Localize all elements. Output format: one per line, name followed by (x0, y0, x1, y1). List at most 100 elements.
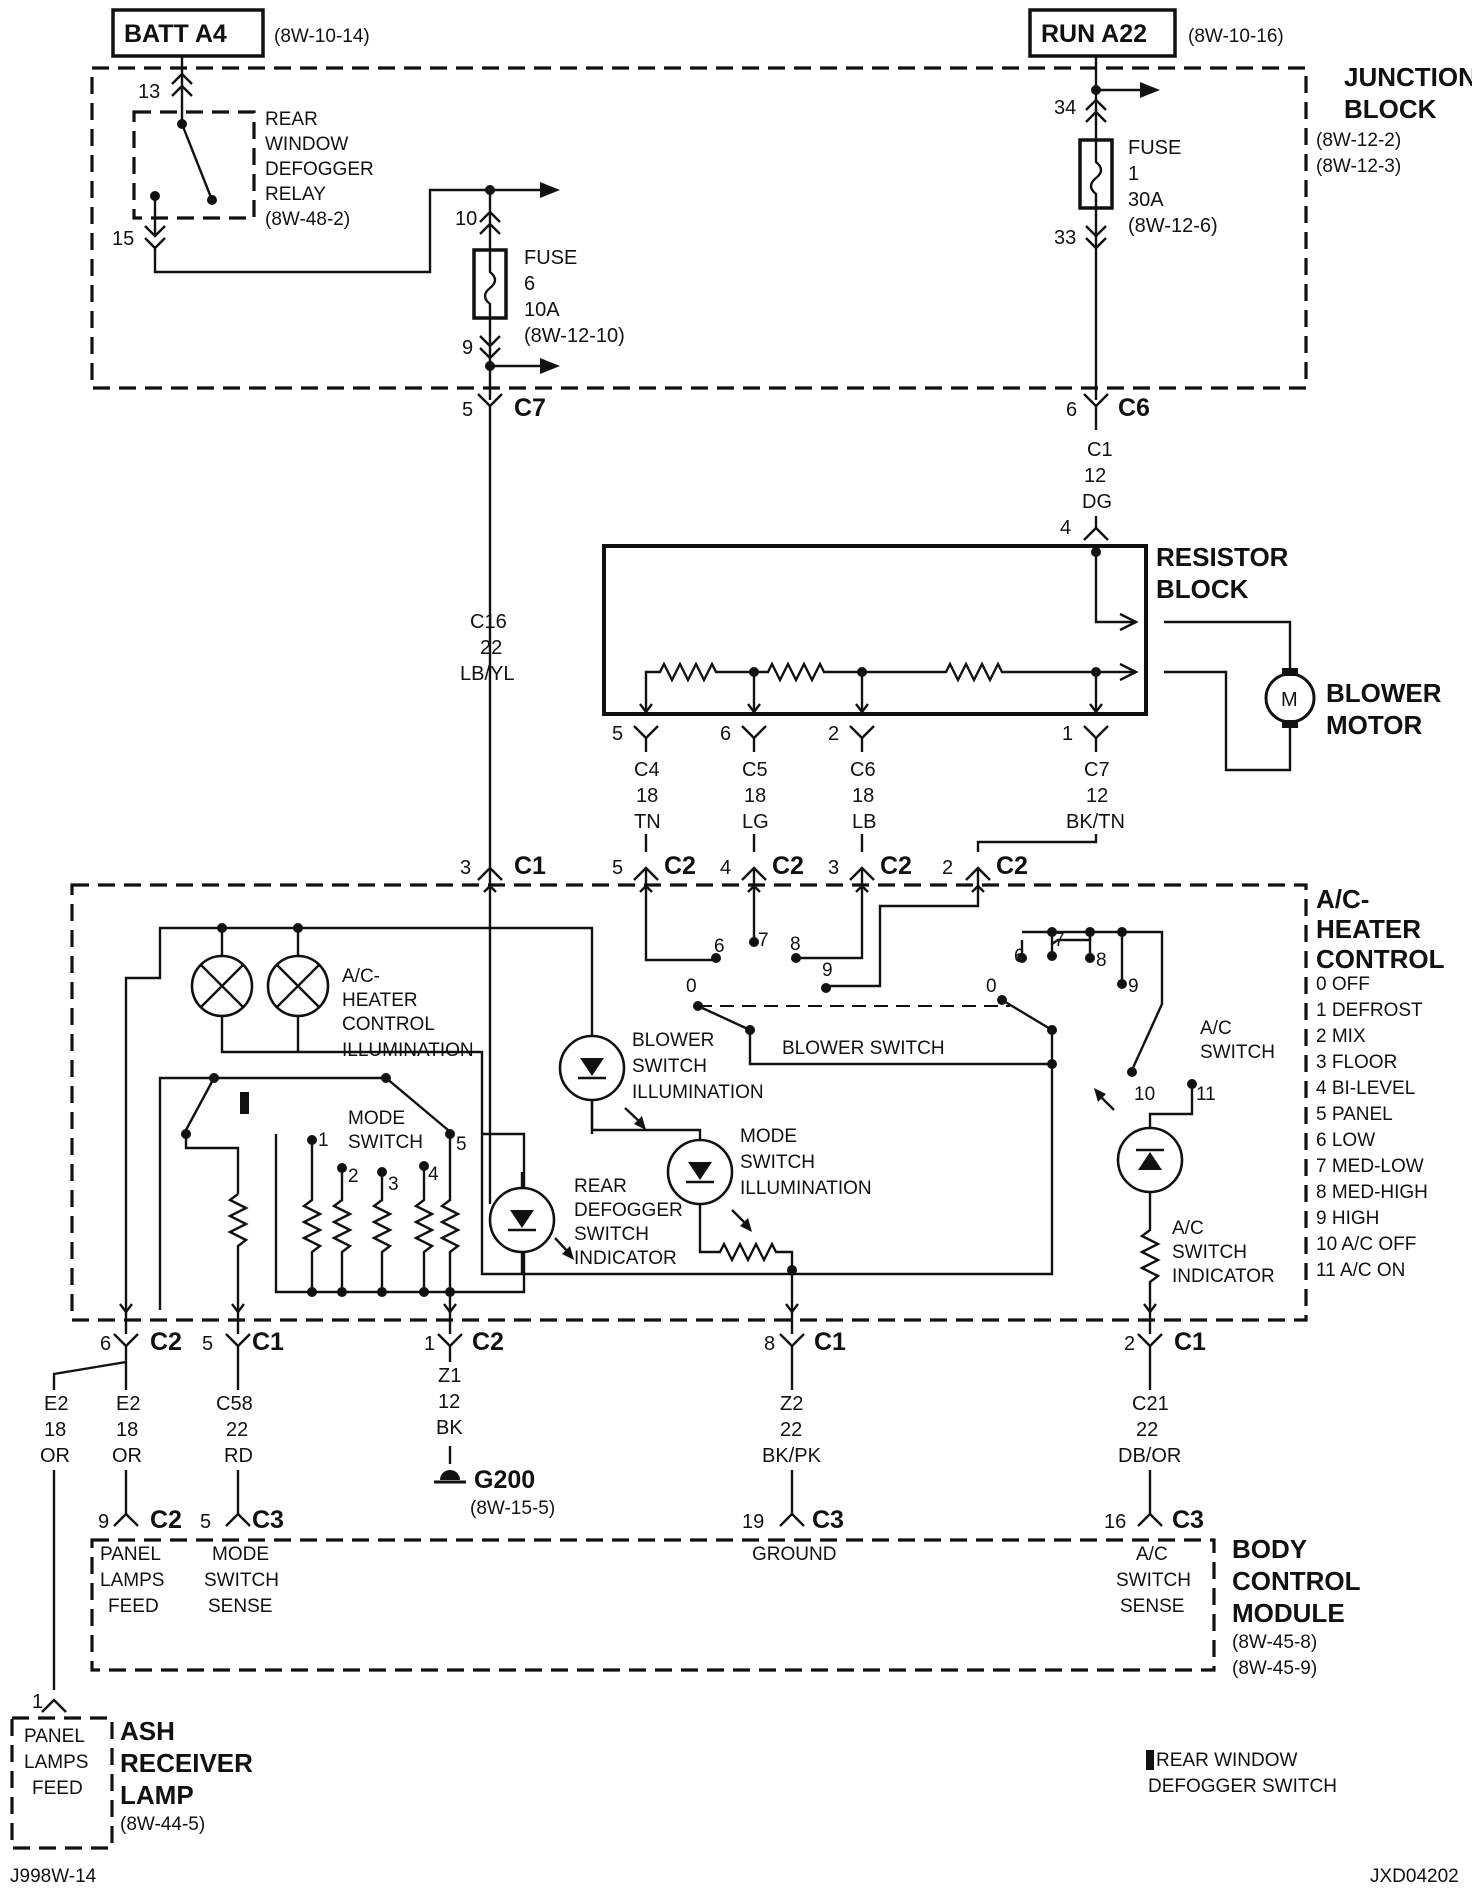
bcm-panel-2: LAMPS (100, 1570, 164, 1591)
blower-illum-label-2: SWITCH (632, 1056, 707, 1077)
ac-title-3: CONTROL (1316, 944, 1445, 974)
svg-text:RUN A22: RUN A22 (1041, 20, 1147, 48)
resistor-block-box (602, 544, 1148, 716)
bot-c2-6-pin: 6 (100, 1333, 111, 1355)
blower-pos-6: 6 (714, 936, 725, 957)
wire-e2a-3: OR (40, 1445, 70, 1467)
illum-label-2: HEATER (342, 990, 418, 1011)
junction-ref-2: (8W-12-3) (1316, 156, 1401, 177)
c2-3-pin: 3 (828, 857, 839, 879)
ground-symbol (434, 1470, 466, 1484)
bcm-panel-1: PANEL (100, 1544, 161, 1565)
ac-switch-label-1: A/C (1200, 1018, 1232, 1039)
wire-z2-2: 22 (780, 1419, 802, 1441)
run-a22-box: RUN A22 (1028, 8, 1177, 58)
mode-illum-label-2: SWITCH (740, 1152, 815, 1173)
footnote-line-2: DEFOGGER SWITCH (1148, 1776, 1337, 1797)
blower-switch-illumination-icon (558, 1034, 626, 1102)
bcm-c2-9-label: C2 (150, 1506, 182, 1534)
relay-label-5: (8W-48-2) (265, 209, 350, 230)
wire-c5-3: LG (742, 811, 769, 833)
bot-c1-2-pin: 2 (1124, 1333, 1135, 1355)
wire-c5-2: 18 (744, 785, 766, 807)
ash-title-2: RECEIVER (120, 1748, 253, 1778)
relay-label-1: REAR (265, 109, 318, 130)
rb-pin-6: 6 (720, 723, 731, 745)
wire-c16-3: LB/YL (460, 663, 514, 685)
illumination-lamp-1 (190, 954, 254, 1018)
ac-title-2: HEATER (1316, 914, 1421, 944)
wire-c5-1: C5 (742, 759, 768, 781)
mode-illum-label-1: MODE (740, 1126, 797, 1147)
mode-pos-2: 2 (348, 1166, 359, 1187)
bot-c2-1-pin: 1 (424, 1333, 435, 1355)
blower-pos-8: 8 (790, 934, 801, 955)
mode-pos-4: 4 (428, 1164, 439, 1185)
relay-outline (132, 110, 256, 220)
wire-c6-2: 18 (852, 785, 874, 807)
fuse6-label-4: (8W-12-10) (524, 325, 625, 347)
run-ref: (8W-10-16) (1188, 26, 1284, 47)
bot-c2-6-label: C2 (150, 1328, 182, 1356)
wire-z2-3: BK/PK (762, 1445, 822, 1467)
ac-switch-indicator-icon (1116, 1126, 1184, 1194)
bcm-c3-16-pin: 16 (1104, 1511, 1126, 1533)
wire-z1-3: BK (436, 1417, 463, 1439)
bcm-panel-3: FEED (108, 1596, 159, 1617)
wire-z1-1: Z1 (438, 1365, 461, 1387)
wire-c58-3: RD (224, 1445, 253, 1467)
rb-pin-5: 5 (612, 723, 623, 745)
pin-34: 34 (1054, 97, 1076, 119)
c2-5-pin: 5 (612, 857, 623, 879)
wire-e2b-1: E2 (116, 1393, 140, 1415)
ash-title-3: LAMP (120, 1780, 194, 1810)
ac-title-1: A/C- (1316, 884, 1369, 914)
legend-9: 9 HIGH (1316, 1208, 1379, 1229)
mode-illum-label-3: ILLUMINATION (740, 1178, 872, 1199)
blower-title-2: MOTOR (1326, 710, 1423, 740)
ac-switch-label-2: SWITCH (1200, 1042, 1275, 1063)
wire-c7-1: C7 (1084, 759, 1110, 781)
fuse1-label-2: 1 (1128, 163, 1139, 185)
relay-label-3: DEFOGGER (265, 159, 374, 180)
bcm-c3-5-label: C3 (252, 1506, 284, 1534)
illum-label-1: A/C- (342, 966, 380, 987)
motor-symbol: M (1281, 689, 1298, 711)
batt-ref: (8W-10-14) (274, 26, 370, 47)
blower-title-1: BLOWER (1326, 678, 1442, 708)
wire-c1-dg-1: C1 (1087, 439, 1113, 461)
ground-ref: (8W-15-5) (470, 1498, 555, 1519)
legend-6: 6 LOW (1316, 1130, 1375, 1151)
mode-switch-illumination-icon (666, 1138, 734, 1206)
fuse1-label-1: FUSE (1128, 137, 1181, 159)
pin-13: 13 (138, 81, 160, 103)
rb-pin-1: 1 (1062, 723, 1073, 745)
wire-z2-1: Z2 (780, 1393, 803, 1415)
c6-pin: 6 (1066, 399, 1077, 421)
blower-illum-label-1: BLOWER (632, 1030, 714, 1051)
rear-defog-label-4: INDICATOR (574, 1248, 677, 1269)
bcm-mode-3: SENSE (208, 1596, 272, 1617)
sel-pos-6: 6 (1014, 946, 1025, 967)
junction-title-1: JUNCTION (1344, 62, 1472, 92)
position-legend: 0 OFF 1 DEFROST 2 MIX 3 FLOOR 4 BI-LEVEL… (1316, 974, 1428, 1281)
ac-pos-11: 11 (1196, 1084, 1216, 1105)
bot-c1-2-label: C1 (1174, 1328, 1206, 1356)
wire-z1-2: 12 (438, 1391, 460, 1413)
legend-11: 11 A/C ON (1316, 1260, 1405, 1281)
legend-3: 3 FLOOR (1316, 1052, 1397, 1073)
junction-block-outline (90, 66, 1308, 390)
rear-defogger-switch-marker (240, 1092, 249, 1114)
bcm-mode-2: SWITCH (204, 1570, 279, 1591)
ash-box-3: FEED (32, 1778, 83, 1799)
rear-defog-label-2: DEFOGGER (574, 1200, 683, 1221)
legend-8: 8 MED-HIGH (1316, 1182, 1428, 1203)
ash-title-1: ASH (120, 1716, 175, 1746)
bot-c1-8-pin: 8 (764, 1333, 775, 1355)
mode-pos-1: 1 (318, 1130, 329, 1151)
junction-title-2: BLOCK (1344, 94, 1437, 124)
bcm-ref-2: (8W-45-9) (1232, 1658, 1317, 1679)
rb-pin-2: 2 (828, 723, 839, 745)
sel-pos-9: 9 (1128, 976, 1139, 997)
c2-4-label: C2 (772, 852, 804, 880)
